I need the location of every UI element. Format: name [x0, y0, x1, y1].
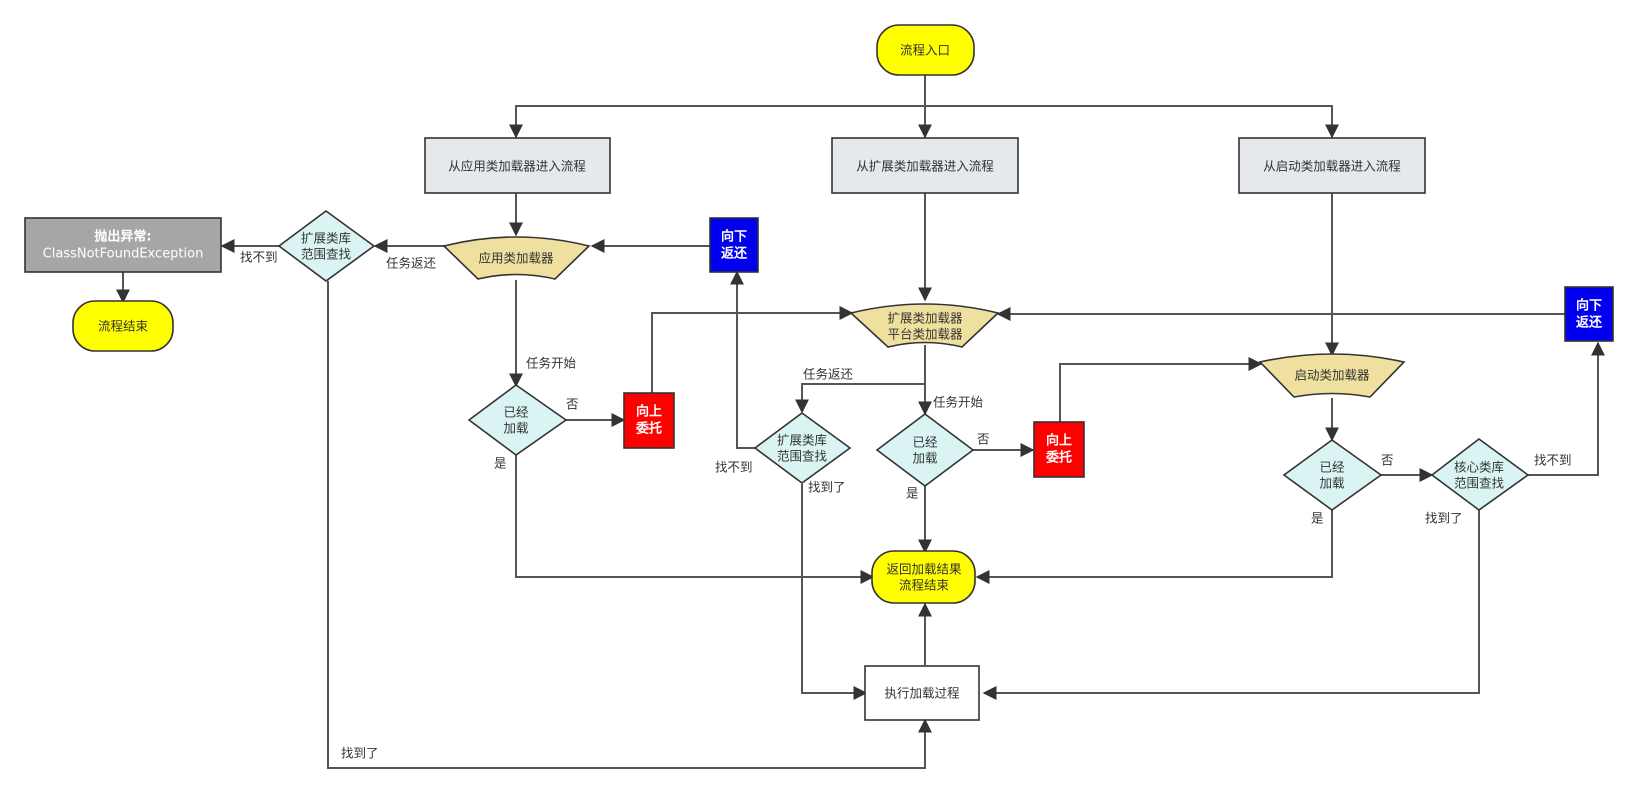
- enter-boot-label: 从启动类加载器进入流程: [1263, 159, 1401, 174]
- edge-split-to-app: [509, 105, 925, 139]
- return-down-right-label-line2: 返还: [1576, 315, 1603, 331]
- return-down-right-box[interactable]: 向下 返还: [1564, 286, 1614, 342]
- ext-loaded-decision[interactable]: 已经 加载: [875, 413, 975, 487]
- edge-core-search-to-return-down-right: [1528, 341, 1605, 476]
- boot-loaded-label-line1: 已经: [1319, 460, 1345, 475]
- edges: [116, 75, 1605, 769]
- label-no-ext: 否: [977, 432, 990, 447]
- edge-ext-search-left-to-execute: [327, 281, 932, 769]
- return-down-left-label-line1: 向下: [721, 229, 747, 245]
- boot-loaded-label-line2: 加载: [1319, 476, 1345, 491]
- edge-split-to-boot: [925, 105, 1339, 139]
- exception-label-line2: ClassNotFoundException: [43, 247, 204, 262]
- enter-boot-process[interactable]: 从启动类加载器进入流程: [1238, 137, 1426, 194]
- exception-label-line1: 抛出异常:: [94, 229, 151, 245]
- label-no-boot: 否: [1381, 453, 1394, 468]
- result-terminal[interactable]: 返回加载结果 流程结束: [871, 550, 976, 604]
- enter-app-process[interactable]: 从应用类加载器进入流程: [424, 137, 611, 194]
- ext-search-left-label-line1: 扩展类库: [301, 231, 351, 246]
- exception-box[interactable]: 抛出异常: ClassNotFoundException: [24, 217, 222, 273]
- start-label: 流程入口: [900, 43, 950, 58]
- edge-labels: 找不到 任务返还 任务开始 否 是 任务返还 任务开始 否 是 找不到 找到了 …: [240, 250, 1572, 761]
- execute-load-process[interactable]: 执行加载过程: [864, 665, 980, 721]
- app-loader-label: 应用类加载器: [478, 251, 554, 266]
- label-yes-app: 是: [494, 456, 507, 471]
- ext-delegate-label-line2: 委托: [1045, 450, 1072, 466]
- return-down-left-label-line2: 返还: [721, 246, 748, 262]
- label-not-found-left: 找不到: [240, 250, 278, 265]
- boot-loader-label: 启动类加载器: [1294, 368, 1370, 383]
- core-search-label-line1: 核心类库: [1454, 460, 1504, 475]
- edge-ext-loader-to-ext-search-mid: [795, 383, 925, 414]
- label-not-found-mid: 找不到: [715, 460, 753, 475]
- result-label-line2: 流程结束: [899, 578, 950, 593]
- execute-load-label: 执行加载过程: [884, 686, 960, 701]
- label-task-return-left: 任务返还: [386, 256, 437, 271]
- label-found-mid: 找到了: [808, 480, 846, 495]
- label-task-start-ext: 任务开始: [933, 395, 984, 410]
- app-loader-node[interactable]: 应用类加载器: [442, 236, 591, 280]
- ext-loader-node[interactable]: 扩展类加载器 平台类加载器: [849, 303, 1000, 348]
- app-delegate-label-line2: 委托: [635, 421, 662, 437]
- edge-app-delegate-to-ext-loader: [651, 306, 854, 394]
- enter-app-label: 从应用类加载器进入流程: [448, 159, 586, 174]
- ext-delegate-up-box[interactable]: 向上 委托: [1033, 421, 1085, 478]
- label-no-app: 否: [566, 397, 579, 412]
- label-task-return-mid: 任务返还: [803, 367, 854, 382]
- return-down-right-label-line1: 向下: [1576, 298, 1602, 314]
- edge-boot-loaded-to-result: [975, 510, 1333, 584]
- ext-loaded-label-line1: 已经: [912, 435, 938, 450]
- edge-ext-search-mid-to-execute: [801, 484, 868, 700]
- edge-core-search-to-execute: [982, 510, 1480, 700]
- end-left-label: 流程结束: [98, 319, 149, 334]
- boot-loaded-decision[interactable]: 已经 加载: [1282, 439, 1383, 511]
- edge-ext-delegate-to-boot-loader: [1059, 357, 1263, 422]
- ext-search-mid-label-line2: 范围查找: [777, 449, 828, 464]
- core-search-label-line2: 范围查找: [1454, 476, 1505, 491]
- label-yes-ext: 是: [906, 486, 919, 501]
- app-loaded-label-line1: 已经: [503, 405, 529, 420]
- edge-ext-search-mid-to-return-down-left: [730, 270, 755, 449]
- label-yes-boot: 是: [1311, 511, 1324, 526]
- label-task-start-app: 任务开始: [526, 356, 577, 371]
- enter-ext-label: 从扩展类加载器进入流程: [856, 159, 994, 174]
- ext-search-mid-label-line1: 扩展类库: [777, 433, 827, 448]
- label-not-found-core: 找不到: [1534, 453, 1572, 468]
- result-label-line1: 返回加载结果: [886, 562, 962, 577]
- label-found-left: 找到了: [341, 746, 379, 761]
- enter-ext-process[interactable]: 从扩展类加载器进入流程: [831, 137, 1019, 194]
- ext-search-left-label-line2: 范围查找: [301, 247, 352, 262]
- app-delegate-up-box[interactable]: 向上 委托: [623, 392, 675, 449]
- return-down-left-box[interactable]: 向下 返还: [709, 217, 759, 273]
- app-delegate-label-line1: 向上: [636, 404, 662, 420]
- label-found-core: 找到了: [1425, 511, 1463, 526]
- start-terminal[interactable]: 流程入口: [876, 24, 975, 76]
- core-search-decision[interactable]: 核心类库 范围查找: [1430, 437, 1530, 511]
- ext-search-mid-decision[interactable]: 扩展类库 范围查找: [753, 412, 852, 484]
- ext-loader-label-line1: 扩展类加载器: [887, 311, 963, 326]
- end-left-terminal[interactable]: 流程结束: [72, 300, 174, 352]
- boot-loader-node[interactable]: 启动类加载器: [1258, 353, 1406, 398]
- ext-search-left-decision[interactable]: 扩展类库 范围查找: [277, 210, 376, 282]
- app-loaded-decision[interactable]: 已经 加载: [467, 384, 568, 456]
- ext-delegate-label-line1: 向上: [1046, 433, 1072, 449]
- edge-app-loaded-to-result: [515, 454, 875, 584]
- app-loaded-label-line2: 加载: [503, 421, 529, 436]
- ext-loaded-label-line2: 加载: [912, 451, 938, 466]
- ext-loader-label-line2: 平台类加载器: [887, 327, 963, 342]
